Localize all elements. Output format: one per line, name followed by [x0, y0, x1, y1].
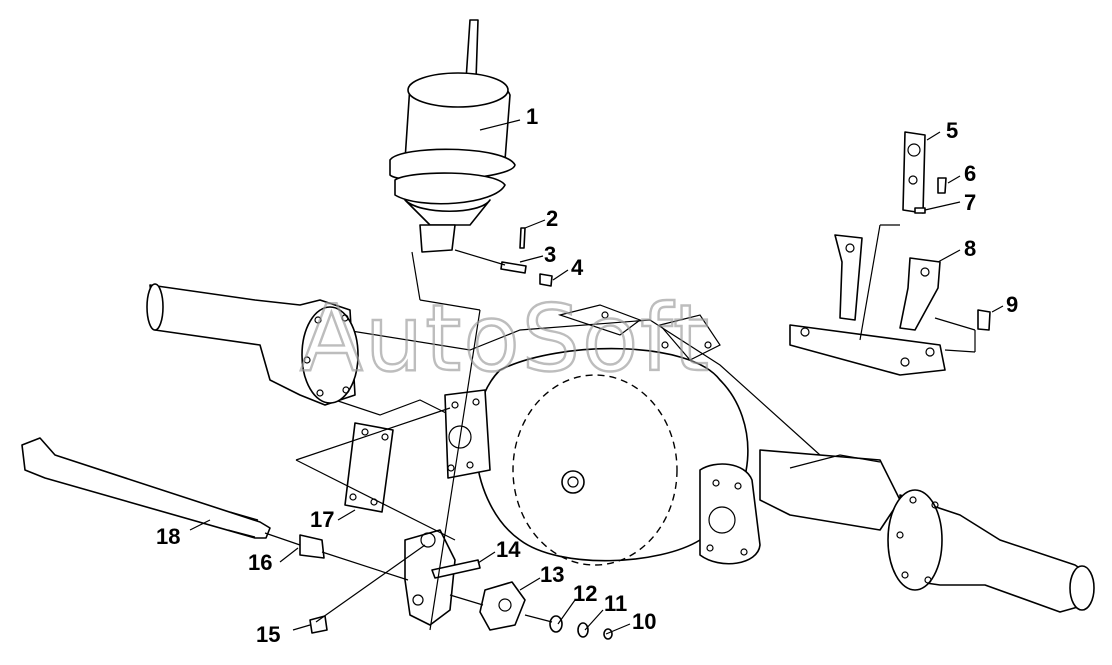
- callout-6: 6: [964, 161, 976, 186]
- ring-10: [603, 628, 613, 640]
- left-spindle: [146, 283, 359, 406]
- callout-labels: 1 2 3 4 5 6 7 8 9 10 11 12 13 14 15 16 1…: [156, 104, 1018, 647]
- callout-1: 1: [526, 104, 538, 129]
- callout-11: 11: [604, 591, 627, 616]
- bolt-9: [977, 309, 991, 331]
- watermark: AutoSoft: [300, 285, 711, 392]
- bushing: [299, 534, 325, 559]
- callout-18: 18: [156, 524, 180, 549]
- holder: [479, 581, 526, 631]
- washer-11: [577, 622, 589, 638]
- callout-8: 8: [964, 236, 976, 261]
- camshaft: [21, 437, 271, 539]
- support-bracket: [789, 234, 946, 376]
- slack-adjuster: [404, 529, 481, 626]
- callout-3: 3: [544, 242, 556, 267]
- cotter-pin: [519, 227, 526, 249]
- leader-lines: [189, 119, 1004, 635]
- callout-15: 15: [256, 622, 280, 647]
- mounting-plate: [344, 422, 394, 513]
- callout-7: 7: [964, 190, 976, 215]
- callout-9: 9: [1006, 292, 1018, 317]
- callout-16: 16: [248, 550, 272, 575]
- callout-13: 13: [540, 562, 564, 587]
- clevis-pin: [500, 261, 527, 274]
- right-spindle: [887, 489, 1095, 613]
- callout-17: 17: [310, 507, 334, 532]
- callout-5: 5: [946, 118, 958, 143]
- bolt: [937, 177, 947, 194]
- washer: [914, 207, 926, 214]
- callout-4: 4: [571, 255, 584, 280]
- seal-ring: [549, 615, 563, 633]
- callout-10: 10: [632, 609, 656, 634]
- grease-fitting: [309, 615, 328, 634]
- callout-12: 12: [573, 581, 597, 606]
- axle-housing: [319, 304, 901, 566]
- lock-nut: [539, 273, 553, 287]
- callout-14: 14: [496, 537, 521, 562]
- brake-chamber: [389, 19, 516, 253]
- callout-2: 2: [546, 206, 558, 231]
